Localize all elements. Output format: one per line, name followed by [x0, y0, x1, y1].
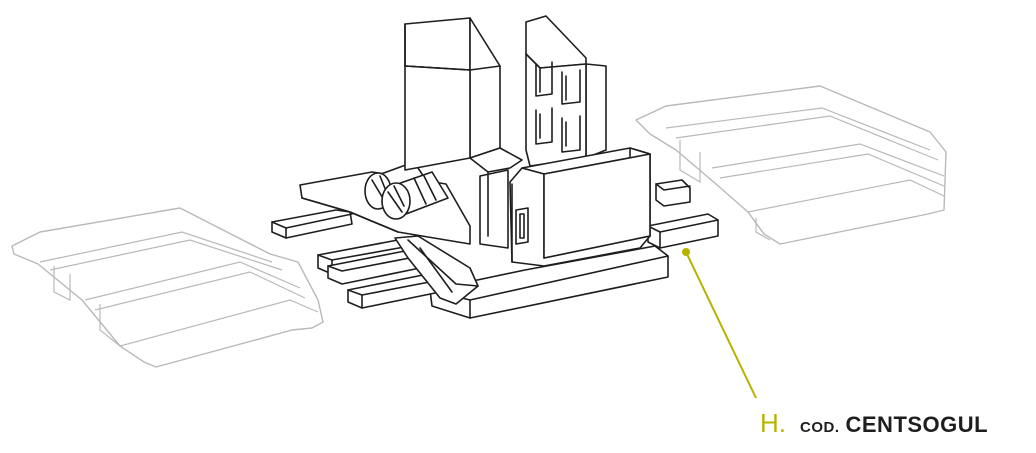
callout-dot [682, 248, 690, 256]
upright-left [404, 17, 471, 71]
callout-prefix: COD. [800, 419, 840, 436]
center-column [479, 169, 509, 249]
callout-code: CENTSOGUL [845, 412, 989, 437]
right-profile [635, 85, 947, 245]
roller-front [381, 171, 449, 220]
callout-leader [685, 251, 757, 399]
tab-right [647, 213, 719, 249]
corner-connector [271, 15, 719, 319]
left-profile [11, 207, 324, 368]
upright-right [525, 15, 587, 69]
callout-label: H. COD. CENTSOGUL [760, 408, 988, 438]
tab-left [271, 209, 353, 239]
callout-letter: H. [760, 408, 786, 438]
